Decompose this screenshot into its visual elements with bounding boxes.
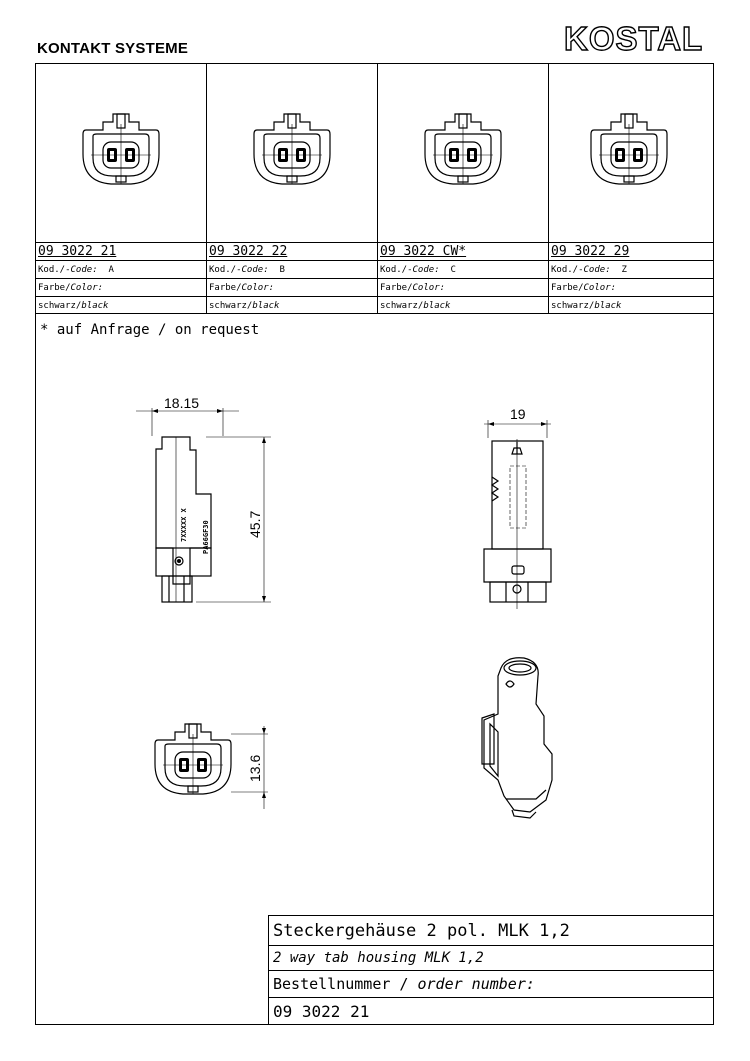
kostal-logo: KOSTAL <box>563 19 714 58</box>
marking-1: 7XXXXX X <box>180 507 188 542</box>
variant-column: 09 3022 22 Kod./-Code: B Farbe/Color: sc… <box>207 64 378 314</box>
request-note: * auf Anfrage / on request <box>40 322 260 338</box>
dimension-width: 19 <box>510 406 526 422</box>
order-number-label: Bestellnummer / order number: <box>269 971 714 998</box>
company-line: KONTAKT SYSTEME <box>37 40 189 57</box>
drawing-sheet: 09 3022 21 Kod./-Code: A Farbe/Color: sc… <box>35 63 714 1025</box>
dimension-height: 45.7 <box>247 511 263 538</box>
dimension-end-height: 13.6 <box>247 755 263 782</box>
order-number: 09 3022 21 <box>273 1002 370 1021</box>
variant-column: 09 3022 CW* Kod./-Code: C Farbe/Color: s… <box>378 64 549 314</box>
svg-text:KOSTAL: KOSTAL <box>564 20 703 57</box>
variant-column: 09 3022 29 Kod./-Code: Z Farbe/Color: sc… <box>549 64 713 314</box>
code-value: B <box>279 265 285 275</box>
code-value: C <box>450 265 456 275</box>
dimension-width: 18.15 <box>164 395 199 411</box>
part-number: 09 3022 CW* <box>380 244 467 259</box>
code-value: A <box>108 265 114 275</box>
variant-column: 09 3022 21 Kod./-Code: A Farbe/Color: sc… <box>36 64 207 314</box>
end-view: 13.6 <box>154 723 268 809</box>
part-number: 09 3022 21 <box>38 244 117 259</box>
side-view: 18.15 7XXXXX X PA66GF30 45.7 <box>136 395 271 603</box>
part-number: 09 3022 22 <box>209 244 288 259</box>
isometric-view <box>481 657 553 819</box>
marking-2: PA66GF30 <box>202 520 210 554</box>
title-block: Steckergehäuse 2 pol. MLK 1,2 2 way tab … <box>268 915 714 1025</box>
title-german: Steckergehäuse 2 pol. MLK 1,2 <box>269 916 714 946</box>
part-number: 09 3022 29 <box>551 244 630 259</box>
variant-table: 09 3022 21 Kod./-Code: A Farbe/Color: sc… <box>36 64 713 314</box>
code-value: Z <box>621 265 627 275</box>
title-english: 2 way tab housing MLK 1,2 <box>269 946 714 971</box>
front-view: 19 <box>483 406 552 609</box>
technical-drawing: 18.15 7XXXXX X PA66GF30 45.7 19 <box>136 395 553 819</box>
